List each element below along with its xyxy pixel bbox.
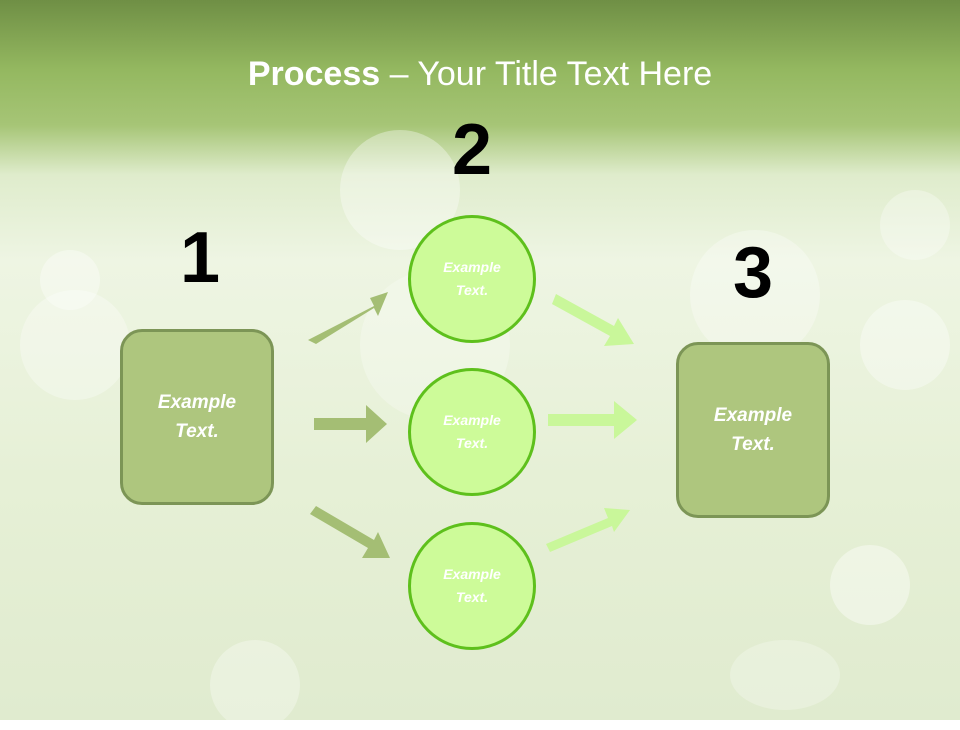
step-1-text: Example Text. bbox=[157, 392, 237, 442]
bokeh-light bbox=[210, 640, 300, 730]
step-2-text-top: Example Text. bbox=[443, 259, 501, 298]
bokeh-light bbox=[880, 190, 950, 260]
title-rest: – Your Title Text Here bbox=[380, 55, 713, 93]
step-1-box: Example Text. bbox=[120, 329, 274, 505]
bokeh-light bbox=[40, 250, 100, 310]
arrow-right-left bbox=[314, 405, 387, 443]
step-2-circle-bottom: Example Text. bbox=[408, 522, 536, 650]
step-2-text-middle: Example Text. bbox=[443, 412, 501, 451]
arrow-up-right-right bbox=[546, 508, 630, 552]
bokeh-light bbox=[20, 290, 130, 400]
step-3-text: Example Text. bbox=[713, 405, 793, 455]
step-number-2: 2 bbox=[451, 110, 493, 190]
title-bold: Process bbox=[247, 55, 381, 93]
step-number-1: 1 bbox=[179, 218, 221, 298]
arrow-right-right bbox=[548, 401, 637, 439]
slide-title: Process – Your Title Text Here bbox=[0, 50, 960, 98]
step-number-3: 3 bbox=[732, 233, 774, 313]
arrow-down-right-left bbox=[310, 506, 390, 558]
bokeh-light bbox=[690, 230, 820, 360]
bokeh-light bbox=[860, 300, 950, 390]
step-3-box: Example Text. bbox=[676, 342, 830, 518]
arrow-up-right-left bbox=[308, 292, 388, 344]
step-2-circle-top: Example Text. bbox=[408, 215, 536, 343]
step-2-text-bottom: Example Text. bbox=[443, 566, 501, 605]
bokeh-light bbox=[730, 640, 840, 710]
bokeh-light bbox=[830, 545, 910, 625]
step-2-circle-middle: Example Text. bbox=[408, 368, 536, 496]
arrow-down-right-right bbox=[552, 294, 634, 346]
